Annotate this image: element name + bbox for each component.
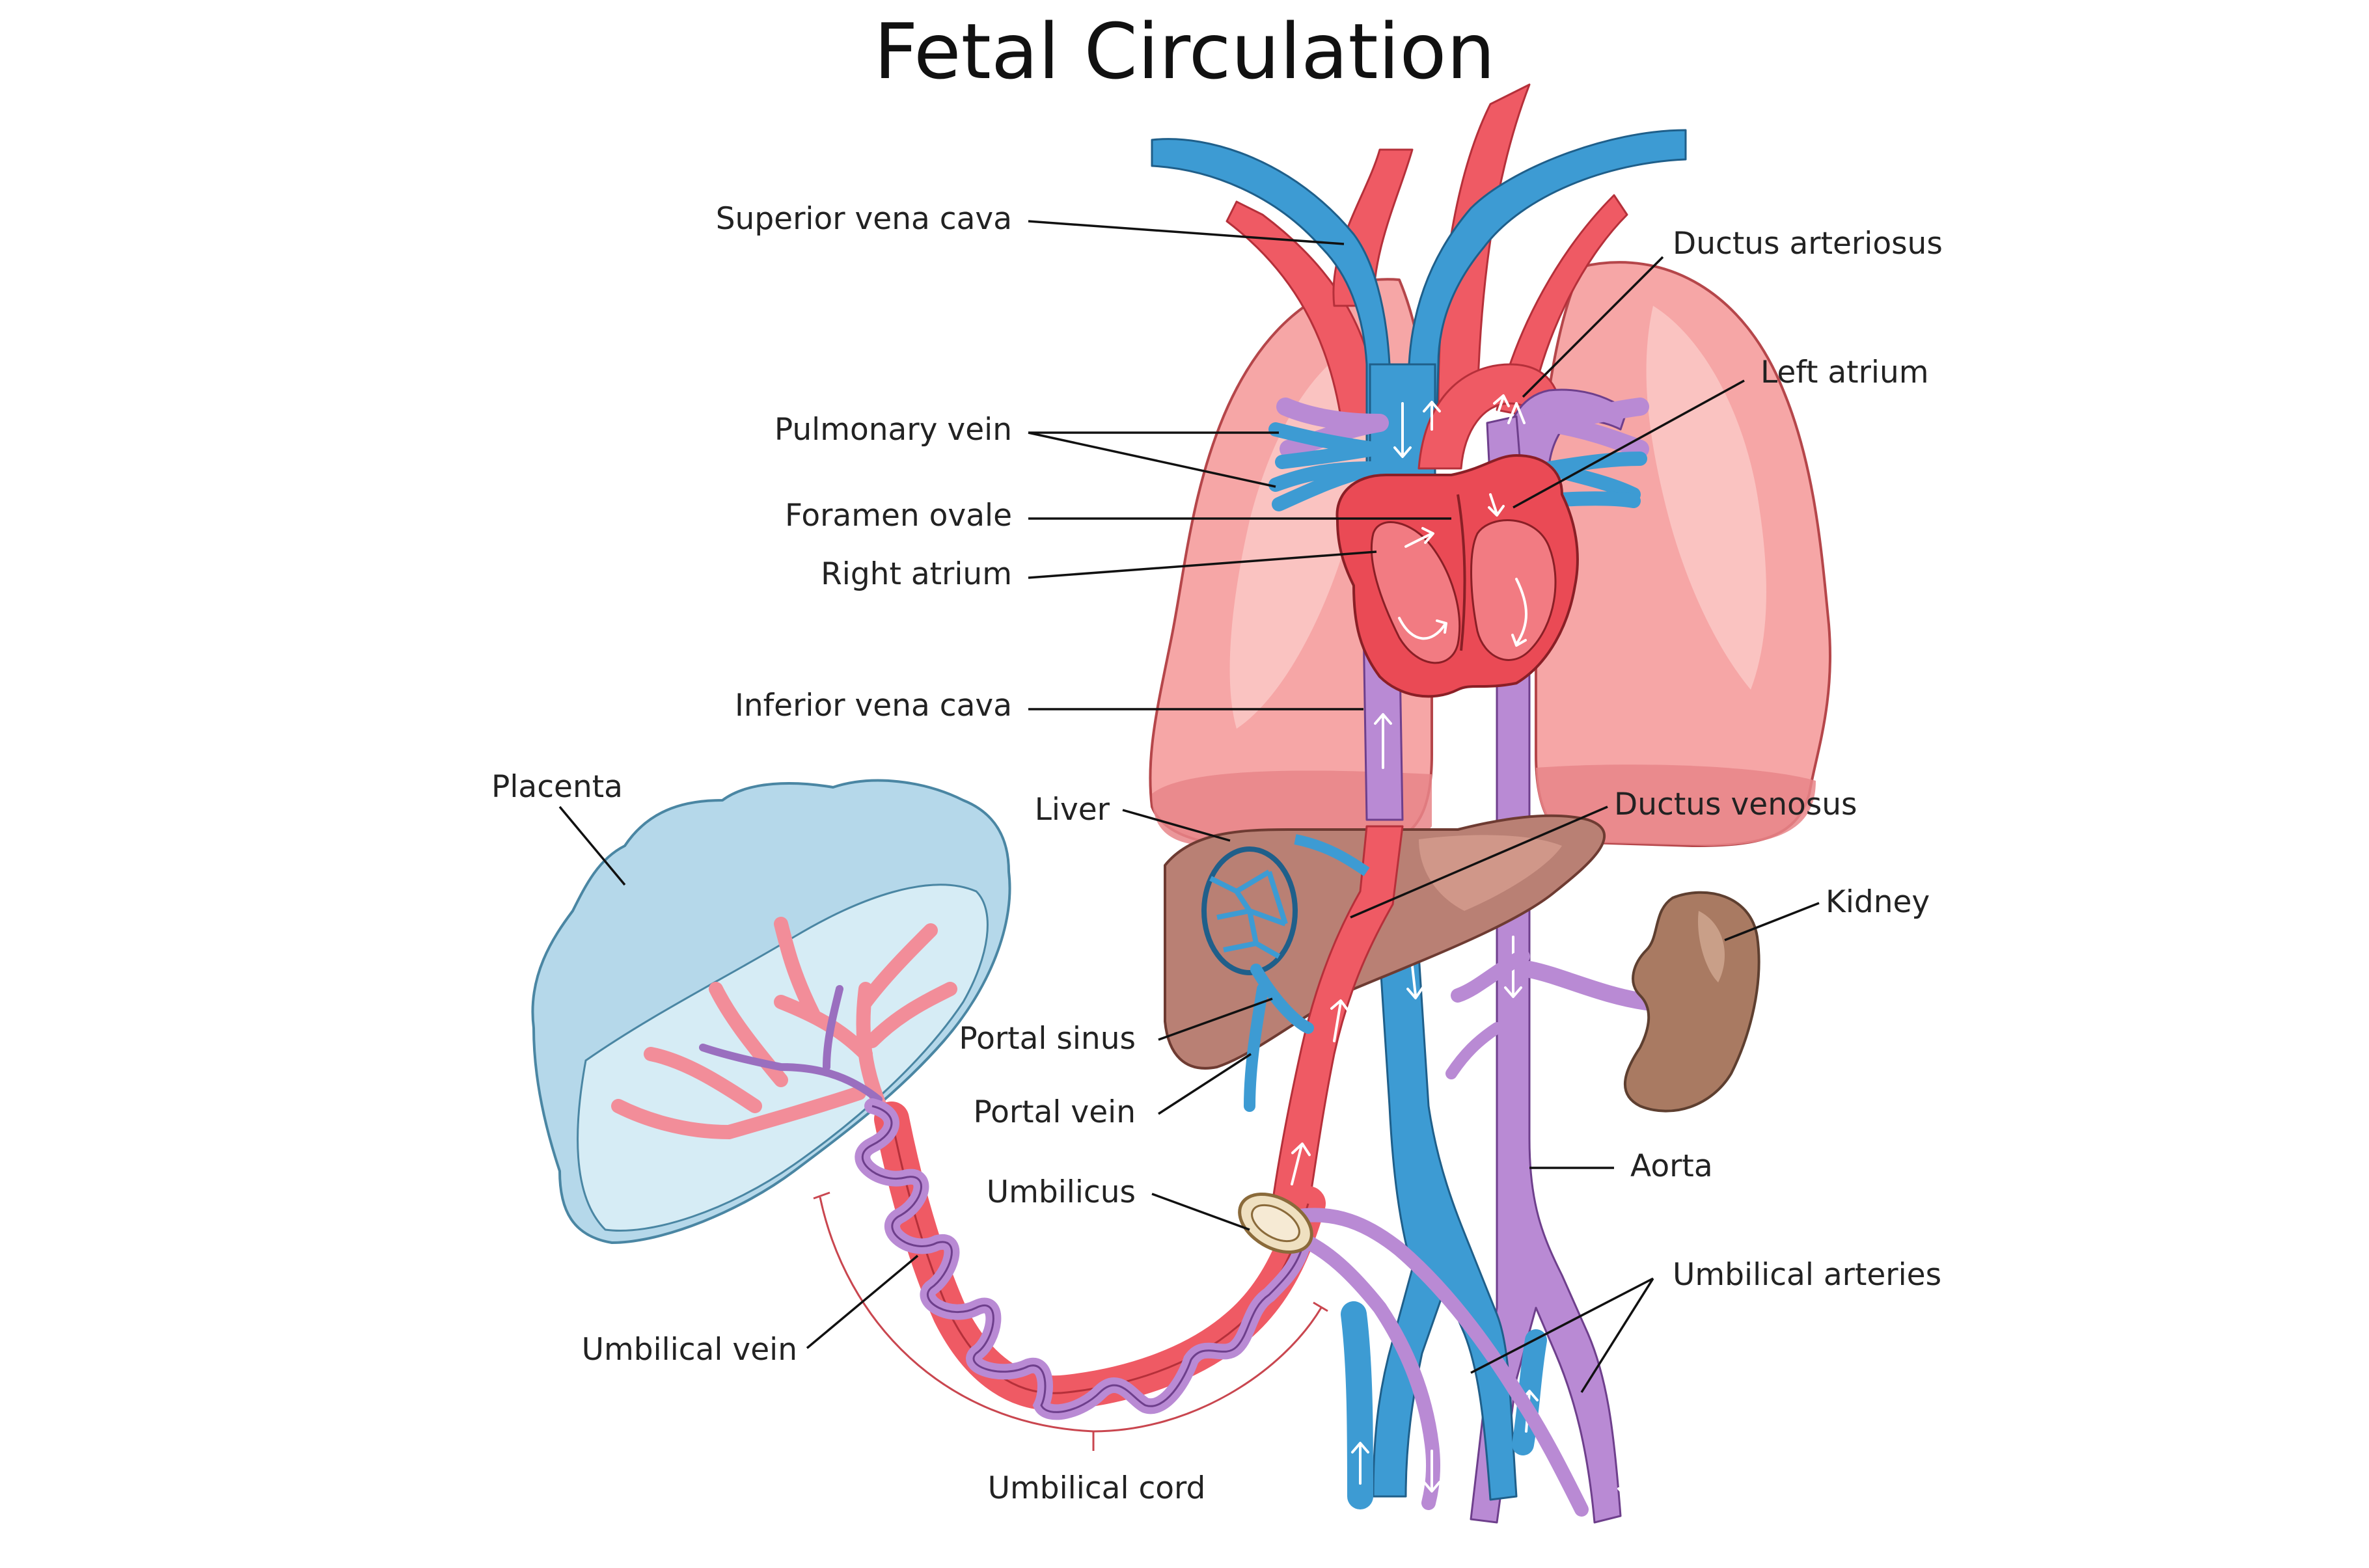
leg-arrow-purple-1 <box>1423 1450 1441 1493</box>
leg-arrow-purple-2 <box>1617 1456 1636 1499</box>
leader-portal-sinus <box>1158 997 1273 1041</box>
liver-highlight <box>1419 835 1562 911</box>
heart-inner-chamber-right <box>1370 521 1461 664</box>
brachiocephalic-artery-left <box>1226 200 1381 418</box>
leader-umbilical-vein <box>806 1254 919 1349</box>
label-pulmonary-vein: Pulmonary vein <box>774 412 1012 448</box>
label-inferior-vena-cava: Inferior vena cava <box>735 688 1012 723</box>
diagram-title: Fetal Circulation <box>874 7 1496 96</box>
leader-liver <box>1122 809 1231 842</box>
renal-artery <box>1521 961 1655 1010</box>
leader-superior-vena-cava <box>1028 220 1345 245</box>
label-kidney: Kidney <box>1826 884 1930 920</box>
leader-right-atrium <box>1028 550 1377 579</box>
leader-ductus-arteriosus <box>1522 256 1664 398</box>
leader-umbilical-arteries-1 <box>1470 1277 1654 1374</box>
heart <box>1335 394 1579 698</box>
label-foramen-ovale: Foramen ovale <box>785 498 1012 534</box>
labels: Superior vena cava Ductus arteriosus Lef… <box>491 201 1943 1506</box>
heart-arrow-4 <box>1488 493 1505 517</box>
inferior-vena-cava-lower <box>1372 903 1518 1501</box>
ivc-arrow <box>1374 713 1392 769</box>
leader-kidney <box>1724 902 1820 941</box>
umbilical-cord-bracket <box>819 1196 1322 1433</box>
left-lung-highlight <box>1646 306 1766 690</box>
leader-portal-vein <box>1158 1053 1252 1115</box>
umbilical-arteries-coil-outline <box>861 1105 1303 1413</box>
blue-leg-arrow-left <box>1351 1442 1369 1485</box>
aorta-arrow-2 <box>1507 402 1526 424</box>
kidney <box>1623 891 1760 1113</box>
label-liver: Liver <box>1035 792 1110 828</box>
leader-left-atrium <box>1513 379 1745 509</box>
svc-arrow <box>1393 402 1412 458</box>
heart-arrow-2 <box>1398 617 1447 640</box>
placenta-artery-tree <box>611 917 957 1139</box>
label-ductus-arteriosus: Ductus arteriosus <box>1673 226 1943 262</box>
heart-septum <box>1457 494 1466 651</box>
leader-pulmonary-vein-2 <box>1028 431 1276 488</box>
portal-sinus-network <box>1201 834 1370 1112</box>
label-umbilical-cord: Umbilical cord <box>988 1470 1206 1506</box>
kidney-highlight <box>1698 911 1725 982</box>
umbilicus-inner <box>1251 1204 1300 1243</box>
heart-arrow-5 <box>1423 401 1441 431</box>
heart-arrow-1 <box>1404 527 1434 548</box>
label-left-atrium: Left atrium <box>1760 355 1929 390</box>
leader-ductus-venosus <box>1350 805 1608 919</box>
pulmonary-vein-mid-right <box>1268 422 1380 469</box>
label-aorta: Aorta <box>1630 1148 1713 1184</box>
pulmonary-vein-lower-right <box>1268 461 1380 511</box>
bracket-tick-left <box>813 1191 830 1200</box>
label-umbilical-vein: Umbilical vein <box>582 1332 797 1368</box>
label-portal-sinus: Portal sinus <box>959 1021 1136 1057</box>
placenta-vessels <box>611 917 957 1139</box>
aorta-descending <box>1445 402 1655 1524</box>
portal-sinus-mesh <box>1209 869 1288 959</box>
label-superior-vena-cava: Superior vena cava <box>716 201 1012 237</box>
liver <box>1164 814 1606 1211</box>
kidney-body <box>1623 891 1760 1113</box>
left-lung-base <box>1536 764 1816 846</box>
umbilical-vein-arrow <box>1291 1142 1311 1185</box>
celiac-branch <box>1445 1022 1503 1079</box>
umbilical-cord <box>813 1098 1636 1517</box>
bracket-tick-right <box>1313 1301 1328 1312</box>
label-umbilical-arteries: Umbilical arteries <box>1673 1257 1941 1293</box>
label-umbilicus: Umbilicus <box>987 1174 1136 1210</box>
placenta-vein-tree <box>699 985 883 1103</box>
heart-inner-chamber-left <box>1470 519 1557 661</box>
leader-lines <box>558 220 1820 1393</box>
subclavian-artery-right <box>1496 194 1628 418</box>
leader-umbilical-arteries-2 <box>1580 1278 1654 1393</box>
leader-umbilicus <box>1151 1193 1250 1231</box>
label-portal-vein: Portal vein <box>973 1094 1136 1130</box>
portal-vein-branch <box>1294 834 1370 876</box>
label-placenta: Placenta <box>491 769 623 805</box>
placenta <box>531 779 1011 1244</box>
dv-arrow <box>1330 999 1350 1042</box>
pulmonary-artery-left <box>1540 398 1649 458</box>
label-right-atrium: Right atrium <box>821 556 1012 592</box>
heart-arrow-6 <box>1493 394 1510 418</box>
renal-artery-branch <box>1451 949 1530 1003</box>
umbilical-artery-upper <box>1288 1208 1589 1517</box>
pulmonary-veins-right <box>1268 398 1389 511</box>
label-ductus-venosus: Ductus venosus <box>1614 787 1857 822</box>
heart-arrow-3 <box>1511 578 1527 647</box>
leader-placenta <box>558 805 626 886</box>
